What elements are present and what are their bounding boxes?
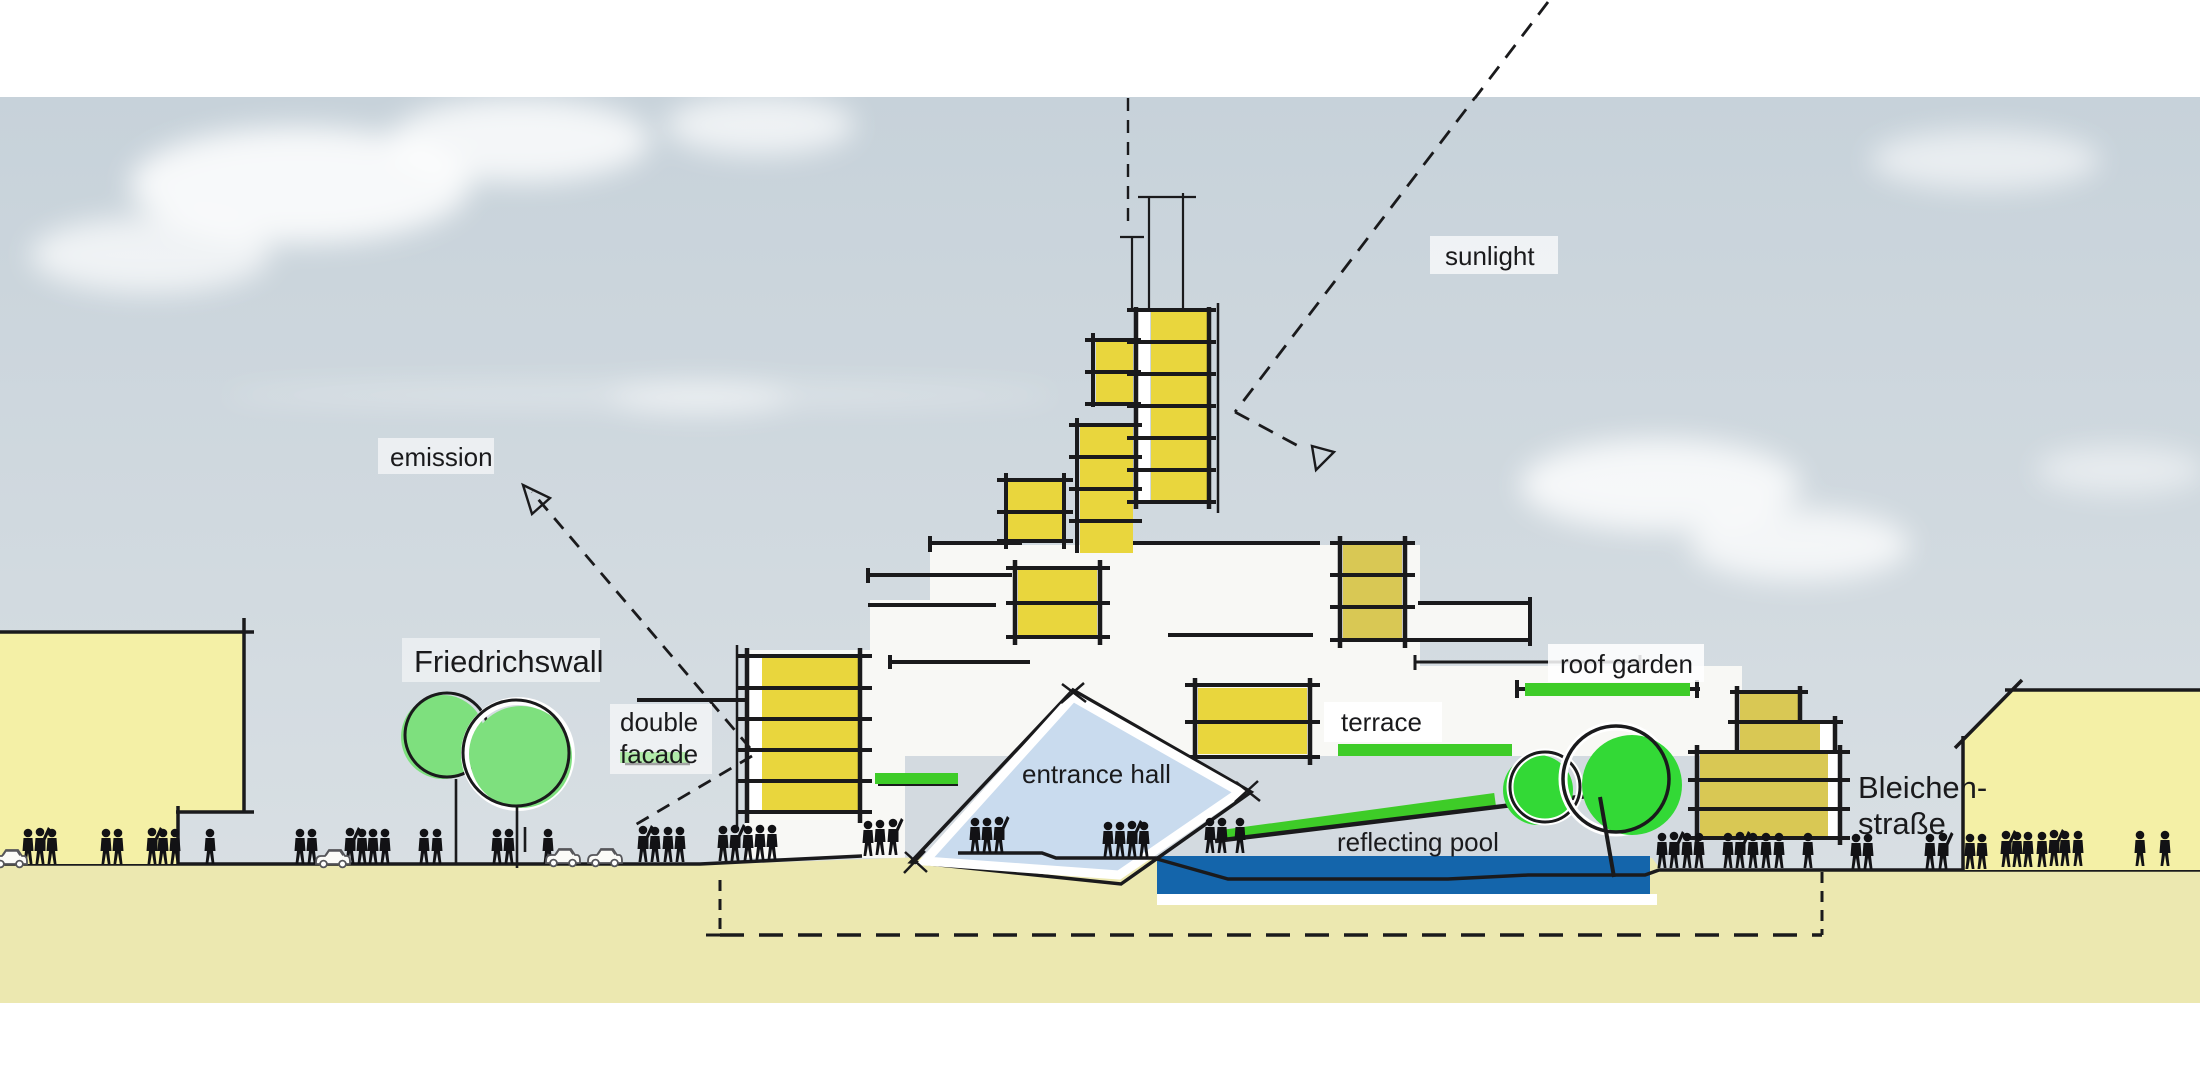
top-margin <box>0 0 2200 97</box>
entrance-hall-label: entrance hall <box>1022 759 1171 789</box>
street-right-label-line2: straße <box>1858 806 1946 841</box>
tree-trunk <box>454 779 527 868</box>
tower-antenna-lines <box>1120 193 1196 312</box>
mid-facade-block-left <box>1006 560 1110 645</box>
double-facade-block <box>735 645 872 828</box>
bottom-margin <box>0 1003 2200 1076</box>
terrace-facade-block <box>1185 678 1320 765</box>
corner-tick-marks <box>903 682 1261 874</box>
neighbor-building-left <box>0 618 254 864</box>
neighbor-building-right <box>1953 678 2200 870</box>
plaza-ledge-line <box>958 851 1157 860</box>
clouds <box>15 95 2200 791</box>
terrace-label: terrace <box>1341 707 1422 737</box>
green-ramp <box>1221 793 1496 842</box>
emission-arrowhead-icon <box>521 482 553 517</box>
sunlight-label: sunlight <box>1445 241 1535 271</box>
reflecting-pool-label: reflecting pool <box>1337 827 1499 857</box>
terrace-green-strip <box>1338 744 1512 756</box>
underground-dashed-boundary <box>706 872 1824 937</box>
tree-right-pair <box>1503 721 1682 878</box>
tree-trunk <box>1598 796 1616 878</box>
tower <box>997 303 1220 553</box>
pool-bottom-line <box>1156 857 2200 881</box>
pool-basin-white-edge <box>1157 894 1657 905</box>
roof-garden-green-strip <box>1525 683 1690 696</box>
emission-ray-dashed-line <box>530 491 753 830</box>
annotation-labels: sunlight emission Friedrichswall double … <box>378 236 1987 857</box>
double-facade-label-line2: facade <box>620 739 698 769</box>
roof-garden-label: roof garden <box>1560 649 1693 679</box>
street-right-label-line1: Bleichen- <box>1858 770 1987 805</box>
right-stepped-annex <box>1688 686 1850 845</box>
sunlight-ray-top-segment <box>1473 1 1550 99</box>
green-strip-mid <box>875 773 958 784</box>
mid-facade-block-right <box>1330 536 1415 648</box>
tree-left-pair <box>401 691 575 868</box>
emission-label: emission <box>390 442 493 472</box>
double-facade-label-line1: double <box>620 707 698 737</box>
street-line <box>0 854 863 866</box>
sunlight-arrowhead-icon <box>1310 444 1337 473</box>
street-left-label: Friedrichswall <box>414 644 603 679</box>
